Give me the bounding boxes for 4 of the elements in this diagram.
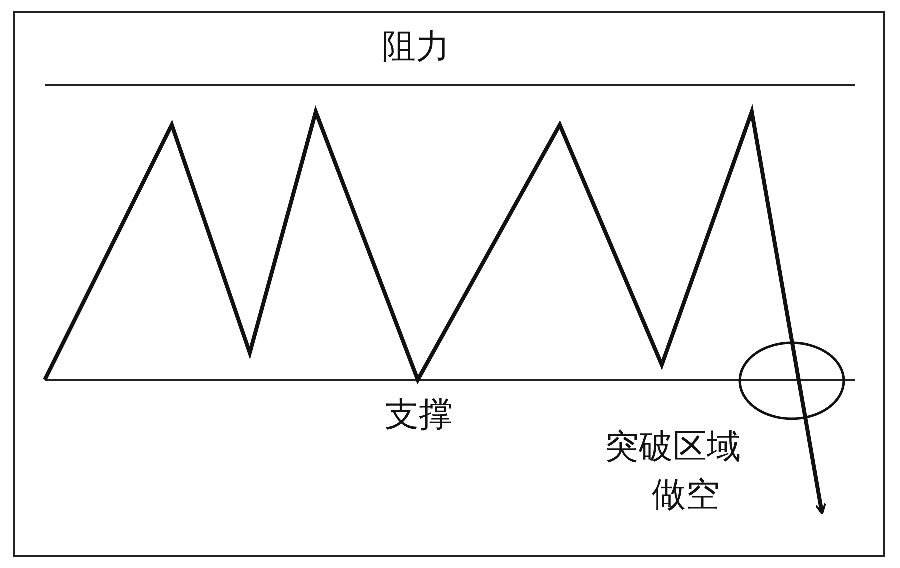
short-sell-label: 做空 xyxy=(652,478,720,512)
support-label: 支撑 xyxy=(385,398,453,432)
resistance-label: 阻力 xyxy=(382,30,450,64)
breakout-zone-label: 突破区域 xyxy=(605,430,741,464)
